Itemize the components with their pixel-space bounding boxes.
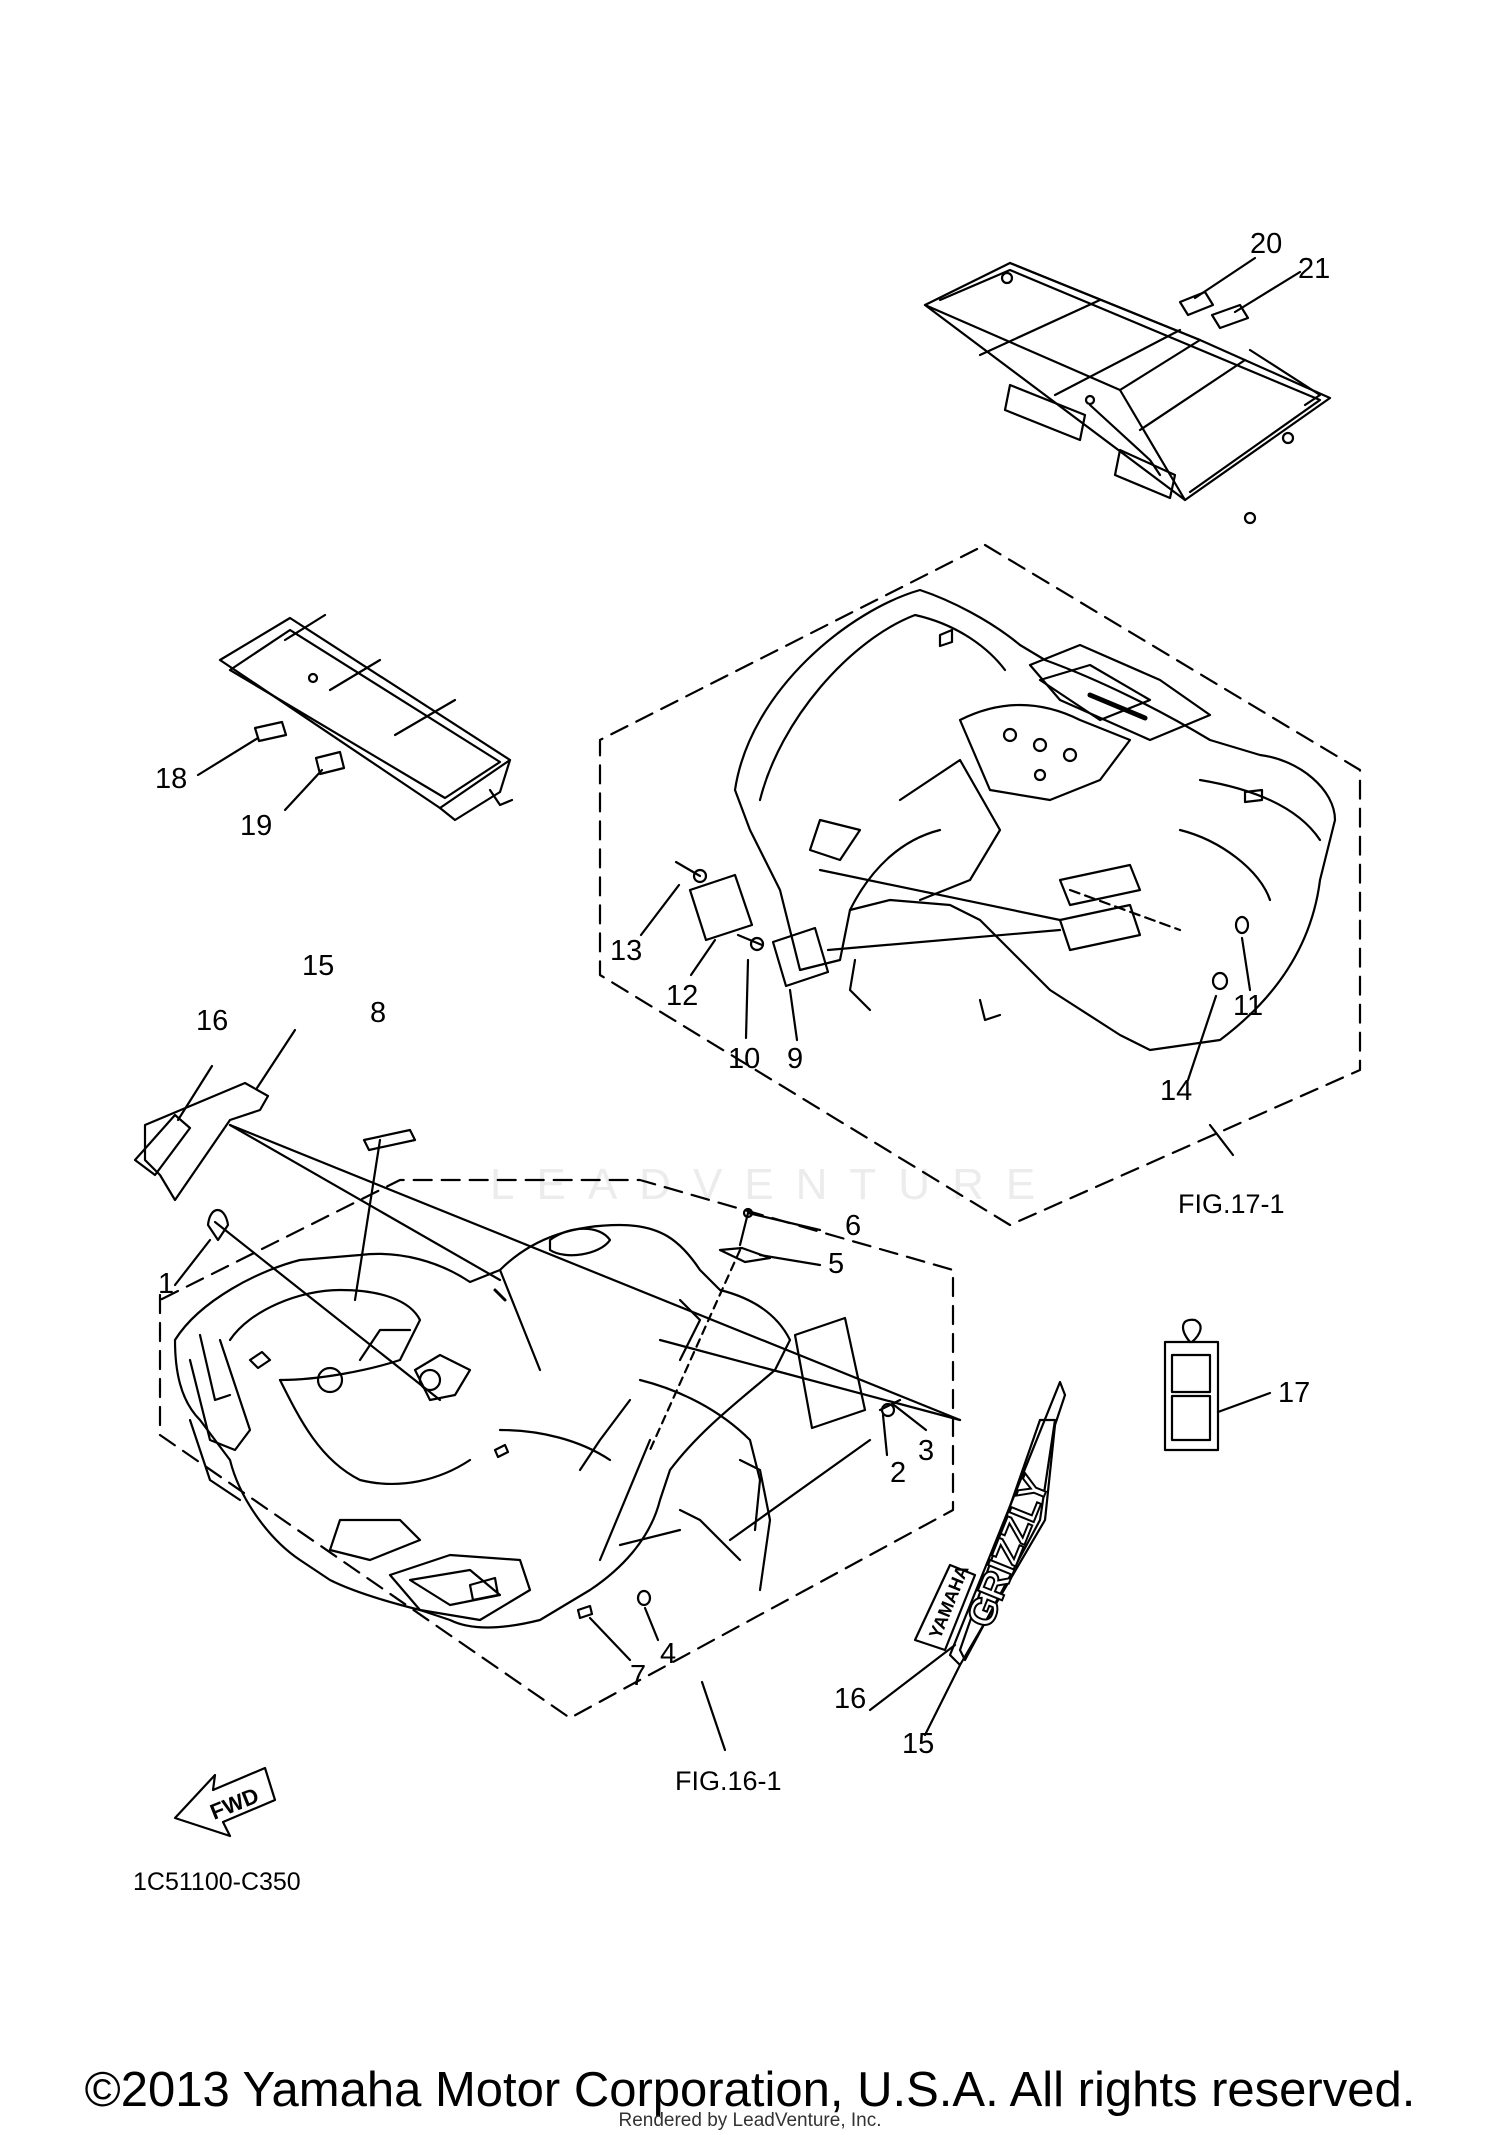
grizzly-decal-text: GRIZZLY [959,1470,1058,1633]
callout-21[interactable]: 21 [1298,253,1330,285]
fwd-arrow-icon [173,1766,277,1838]
callout-6[interactable]: 6 [845,1210,861,1242]
yamaha-decal [913,1563,977,1652]
bolt-10 [736,933,765,952]
label-19 [314,750,346,776]
rear-fender-group-outline [598,543,1362,1227]
callout-16-top[interactable]: 16 [196,1005,228,1037]
label-8 [362,1128,417,1152]
callout-10[interactable]: 10 [728,1043,760,1075]
fig-ref-rear[interactable]: FIG.17-1 [1178,1189,1285,1219]
plate-2 [793,1316,867,1430]
callout-20[interactable]: 20 [1250,228,1282,260]
watermark: LEADVENTURE [490,1160,1058,1209]
cap-1 [206,1208,230,1242]
rendered-by-credit: Rendered by LeadVenture, Inc. [618,2110,882,2131]
grommet-11 [1234,915,1250,935]
callout-16-bottom[interactable]: 16 [834,1683,866,1715]
callout-11[interactable]: 11 [1233,990,1263,1022]
label-18 [253,720,288,743]
label-21 [1210,303,1250,330]
clip-7 [576,1604,594,1620]
callout-7[interactable]: 7 [630,1660,646,1692]
callout-5[interactable]: 5 [828,1248,844,1280]
callout-4[interactable]: 4 [660,1638,676,1670]
bolt-13 [674,860,708,884]
rear-plate-12 [688,873,754,942]
callout-15-top[interactable]: 15 [302,950,334,982]
grommet-4 [636,1589,652,1607]
front-carrier [218,613,514,822]
copyright-notice: ©2013 Yamaha Motor Corporation, U.S.A. A… [84,2063,1416,2117]
callout-14[interactable]: 14 [1160,1075,1192,1107]
callout-18[interactable]: 18 [155,763,187,795]
callout-13[interactable]: 13 [610,935,642,967]
callout-15-bottom[interactable]: 15 [902,1728,934,1760]
front-fender-group-outline [158,1178,955,1720]
rear-carrier [923,261,1332,525]
label-15-front [143,1081,270,1202]
front-fender [173,1223,792,1629]
callout-9[interactable]: 9 [787,1043,803,1075]
callout-8[interactable]: 8 [370,997,386,1029]
callout-17[interactable]: 17 [1278,1377,1310,1409]
rear-plate-9 [771,926,830,988]
label-16-front [133,1113,192,1177]
callout-2[interactable]: 2 [890,1457,906,1489]
callout-12[interactable]: 12 [666,980,698,1012]
grommet-14 [1211,971,1229,991]
warning-tag-17 [1163,1318,1272,1452]
rear-fender [733,588,1337,1052]
fig-ref-front[interactable]: FIG.16-1 [675,1766,782,1796]
callout-1[interactable]: 1 [158,1268,174,1300]
figure-code: 1C51100-C350 [133,1868,301,1896]
label-20 [1178,290,1215,317]
bolt-3 [878,1398,902,1418]
callout-3[interactable]: 3 [918,1435,934,1467]
callout-19[interactable]: 19 [240,810,272,842]
